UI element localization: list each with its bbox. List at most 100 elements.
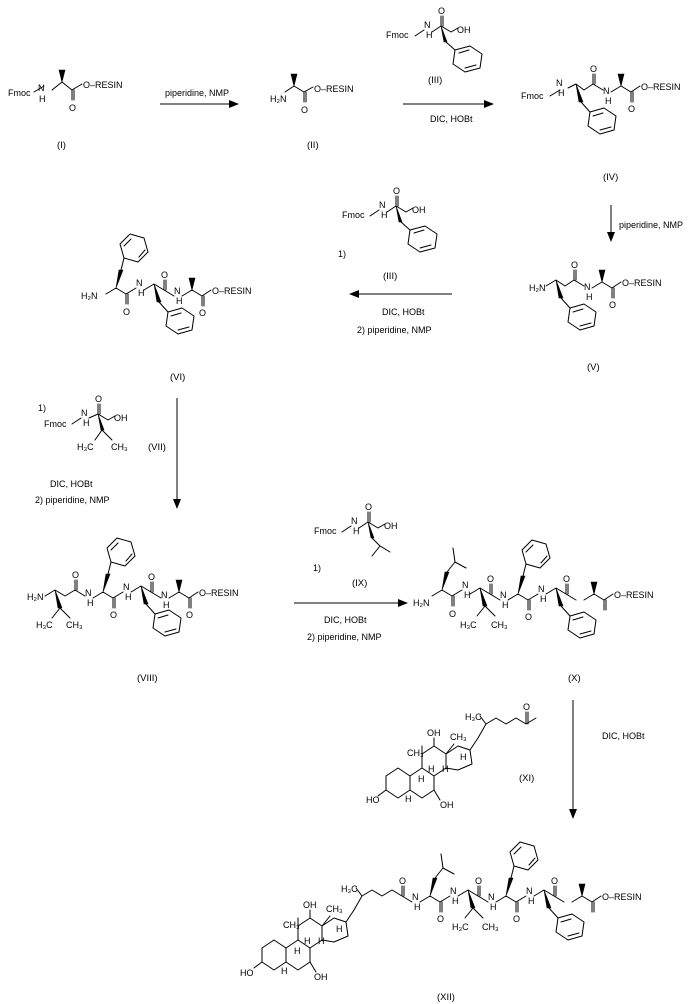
atom-label: H	[528, 896, 535, 906]
atom-label: O	[609, 300, 616, 310]
atom-label: O–RESIN	[83, 80, 123, 90]
atom-label: O	[95, 394, 102, 404]
atom-label: O	[563, 574, 570, 584]
atom-label: Fmoc	[44, 419, 67, 429]
structure-viii: H₂N H₃C CH₃ O N H O N H O N H O O–RESIN …	[27, 537, 239, 684]
atom-label: N	[556, 78, 563, 88]
atom-label: O	[301, 105, 308, 115]
atom-label: Fmoc	[342, 210, 365, 220]
atom-label: CH₃	[407, 748, 424, 758]
atom-label: N	[462, 580, 469, 590]
atom-label: H	[442, 764, 449, 774]
atom-label: H	[281, 966, 288, 976]
atom-label: O	[365, 502, 372, 512]
atom-label: OH	[457, 25, 471, 35]
structure-iii-mid: Fmoc N H O OH (III)	[342, 186, 438, 282]
structure-ix: Fmoc N H O OH (IX)	[314, 502, 398, 589]
label-iii-mid: (III)	[383, 271, 397, 282]
label-ix: (IX)	[352, 578, 367, 589]
atom-label: H	[353, 526, 360, 536]
atom-label: O	[449, 609, 456, 619]
atom-label: N	[526, 886, 533, 896]
atom-label: H₂N	[27, 592, 44, 602]
atom-label: OH	[384, 521, 398, 531]
structure-vii: Fmoc N H O OH H₃C CH₃ (VII)	[44, 394, 166, 453]
atom-label: H	[336, 924, 343, 934]
atom-label: Fmoc	[314, 526, 337, 536]
atom-label: N	[379, 200, 386, 210]
structure-ii: H₂N O O–RESIN (II)	[270, 73, 354, 151]
atom-label: H₂N	[413, 598, 430, 608]
atom-label: H	[460, 752, 467, 762]
structure-i: Fmoc N H O O–RESIN (I)	[8, 69, 123, 151]
atom-label: O–RESIN	[622, 278, 662, 288]
atom-label: O–RESIN	[614, 590, 654, 600]
atom-label: N	[136, 278, 143, 288]
atom-label: OH	[303, 900, 317, 910]
structure-iv: Fmoc N H O N H O O–RESIN (IV)	[521, 64, 681, 183]
atom-label: Fmoc	[386, 30, 409, 40]
atom-label: O–RESIN	[212, 286, 252, 296]
atom-label: H	[405, 794, 412, 804]
atom-label: O–RESIN	[199, 588, 239, 598]
atom-label: O	[148, 572, 155, 582]
step5-reagent-1: DIC, HOBt	[50, 479, 93, 489]
atom-label: HO	[240, 968, 254, 978]
atom-label: H₂N	[81, 291, 98, 301]
atom-label: H	[426, 30, 433, 40]
atom-label: O–RESIN	[602, 892, 642, 902]
step2-reagent: DIC, HOBt	[430, 114, 473, 124]
atom-label: O	[487, 574, 494, 584]
atom-label: H	[163, 600, 170, 610]
atom-label: H	[502, 600, 509, 610]
atom-label: H	[87, 598, 94, 608]
atom-label: O	[123, 307, 130, 317]
step4-reagent-1: DIC, HOBt	[382, 307, 425, 317]
structure-vi: H₂N O N H O N H O O–RESIN (VI)	[81, 233, 252, 383]
atom-label: H	[125, 592, 132, 602]
label-x: (X)	[568, 673, 581, 684]
atom-label: H	[452, 896, 459, 906]
atom-label: H	[605, 96, 612, 106]
atom-label: O	[628, 104, 635, 114]
atom-label: O	[571, 260, 578, 270]
atom-label: H₃C	[452, 922, 469, 932]
atom-label: OH	[412, 205, 426, 215]
step4-marker: 1)	[338, 249, 346, 259]
atom-label: O	[590, 64, 597, 74]
atom-label: CH₃	[450, 732, 467, 742]
atom-label: H₂N	[529, 283, 546, 293]
step6-reagent-2: 2) piperidine, NMP	[307, 632, 382, 642]
atom-label: H	[414, 902, 421, 912]
atom-label: O	[475, 876, 482, 886]
step3-reagent: piperidine, NMP	[619, 220, 683, 230]
atom-label: N	[351, 516, 358, 526]
label-vii: (VII)	[148, 442, 166, 453]
atom-label: H	[381, 210, 388, 220]
atom-label: CH₃	[111, 442, 128, 452]
atom-label: H₃C	[77, 442, 94, 452]
label-iii-top: (III)	[428, 75, 442, 86]
atom-label: N	[38, 83, 45, 93]
step4-reagent-2: 2) piperidine, NMP	[357, 325, 432, 335]
atom-label: OH	[114, 413, 128, 423]
atom-label: CH₃	[283, 920, 300, 930]
atom-label: N	[424, 20, 431, 30]
atom-label: H	[39, 94, 46, 104]
atom-label: N	[85, 588, 92, 598]
atom-label: H	[428, 764, 435, 774]
atom-label: N	[81, 408, 88, 418]
atom-label: CH₃	[482, 922, 499, 932]
atom-label: H	[176, 296, 183, 306]
structure-x: H₂N O N H O N H O N H O O–RESIN H₃C CH₃ …	[413, 539, 654, 684]
label-ii: (II)	[307, 140, 319, 151]
atom-label: O	[69, 103, 76, 113]
atom-label: H₃C	[465, 712, 482, 722]
label-i: (I)	[57, 140, 66, 151]
atom-label: N	[584, 282, 591, 292]
atom-label: N	[161, 590, 168, 600]
atom-label: O	[393, 186, 400, 196]
atom-label: CH₃	[66, 620, 83, 630]
atom-label: H	[318, 936, 325, 946]
